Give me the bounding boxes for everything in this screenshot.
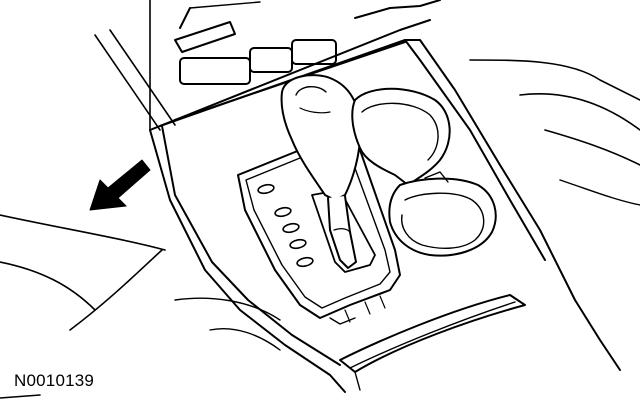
lower-storage-bin xyxy=(339,294,526,391)
radio-slot-3 xyxy=(291,39,337,65)
center-console xyxy=(149,39,640,393)
gear-dot-d xyxy=(289,238,307,250)
gear-dot-r xyxy=(274,206,292,218)
figure-id-label: N0010139 xyxy=(14,371,95,390)
gear-indicator-dots xyxy=(257,183,314,268)
gear-dot-p xyxy=(257,183,275,195)
seat-edge-2 xyxy=(209,328,281,351)
pointer-arrow-icon xyxy=(89,159,151,211)
gear-dot-l xyxy=(296,256,314,268)
left-trim-lines xyxy=(0,29,176,399)
radio-slot-1 xyxy=(179,57,251,85)
cup-holders xyxy=(351,87,497,257)
seat-edge xyxy=(174,297,281,321)
gear-dot-n xyxy=(282,222,300,234)
shift-lever xyxy=(280,74,362,269)
radio-slot-2 xyxy=(249,47,293,73)
radio-top-slot xyxy=(174,21,236,53)
